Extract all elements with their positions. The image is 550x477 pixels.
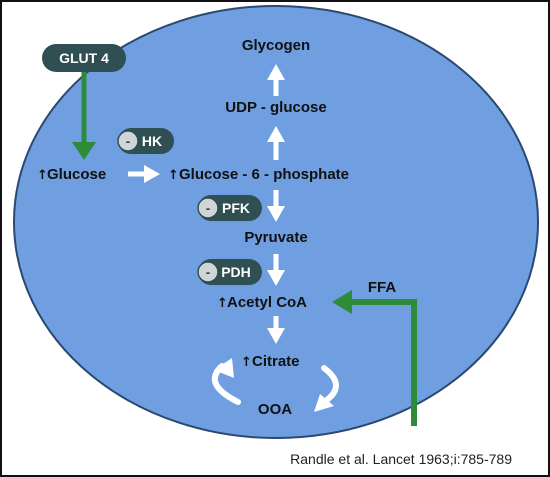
hk-inhibition-sign: - — [126, 133, 131, 149]
hk-inhibition-icon — [117, 130, 139, 152]
glut4-badge: GLUT 4 — [42, 44, 126, 72]
glucose-6-phosphate-label: Glucose - 6 - phosphate — [179, 166, 349, 183]
glut4-to-glucose-arrow — [72, 72, 96, 160]
acetylcoa-to-citrate-arrow — [267, 316, 285, 344]
pfk-inhibition-icon — [197, 197, 219, 219]
ffa-label: FFA — [368, 279, 396, 296]
citation-text: Randle et al. Lancet 1963;i:785-789 — [290, 451, 512, 467]
cycle-right-arrow — [314, 365, 339, 412]
glucose-label: Glucose — [47, 166, 106, 183]
pdh-inhibition-icon — [197, 261, 219, 283]
citrate-increase-marker: ↑ — [241, 355, 252, 370]
pdh-inhibition-sign: - — [206, 264, 211, 280]
udp-to-glycogen-arrow — [267, 64, 285, 96]
g6p-to-udp-arrow — [267, 126, 285, 160]
pfk-inhibition-sign: - — [206, 200, 211, 216]
pfk-label: PFK — [222, 200, 250, 216]
hk-label: HK — [142, 133, 162, 149]
acetyl-coa-label: Acetyl CoA — [227, 294, 307, 311]
ooa-label: OOA — [258, 401, 292, 418]
glucose-increase-marker: ↑ — [37, 168, 48, 183]
acetylcoa-increase-marker: ↑ — [217, 296, 228, 311]
cycle-left-arrow — [211, 358, 241, 405]
citrate-label: Citrate — [252, 353, 300, 370]
pdh-label: PDH — [221, 264, 251, 280]
g6p-increase-marker: ↑ — [168, 168, 179, 183]
glycogen-label: Glycogen — [242, 37, 310, 54]
glut4-label: GLUT 4 — [59, 50, 109, 66]
hk-enzyme-badge: - HK — [117, 128, 174, 154]
pyruvate-label: Pyruvate — [244, 229, 307, 246]
pfk-enzyme-badge: - PFK — [197, 195, 262, 221]
g6p-to-pyruvate-arrow — [267, 190, 285, 222]
glucose-to-g6p-arrow — [128, 165, 160, 183]
pdh-enzyme-badge: - PDH — [197, 259, 262, 285]
udp-glucose-label: UDP - glucose — [225, 99, 326, 116]
ffa-to-acetylcoa-arrow — [332, 290, 417, 426]
pyruvate-to-acetylcoa-arrow — [267, 254, 285, 286]
